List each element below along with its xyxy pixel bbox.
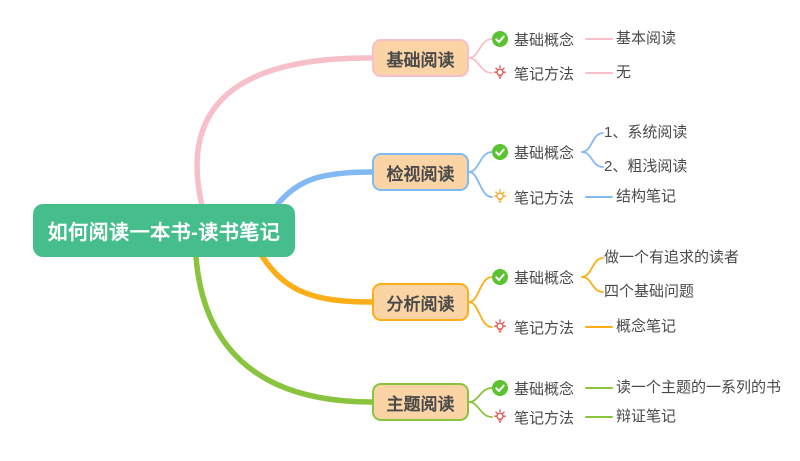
leaf-topic[interactable]: 辩证笔记 [616, 408, 677, 425]
subtopic-note-method-1[interactable]: 笔记方法 [492, 61, 574, 85]
branch3-leaffork-bottom [581, 276, 604, 293]
subtopic-note-method-2[interactable]: 笔记方法 [492, 185, 574, 209]
leaf-topic[interactable]: 无 [616, 64, 632, 81]
subtopic-label: 笔记方法 [514, 409, 575, 427]
leaf-topic[interactable]: 2、粗浅阅读 [604, 158, 688, 175]
branch-topic-2[interactable]: 检视阅读 [372, 153, 469, 191]
root-topic[interactable]: 如何阅读一本书-读书笔记 [33, 204, 295, 257]
subtopic-basic-concept-1[interactable]: 基础概念 [492, 27, 574, 51]
root-to-branch4-curve [193, 254, 375, 405]
branch4-fork-bottom [468, 401, 493, 418]
subtopic-basic-concept-3[interactable]: 基础概念 [492, 265, 574, 289]
branch-topic-3[interactable]: 分析阅读 [372, 283, 469, 321]
check-badge-icon [492, 380, 508, 396]
lightbulb-icon [493, 319, 507, 333]
root-to-branch3-curve [259, 253, 375, 305]
branch3-fork-bottom [468, 301, 493, 328]
branch-topic-1[interactable]: 基础阅读 [372, 39, 469, 77]
subtopic-note-method-3[interactable]: 笔记方法 [492, 315, 574, 339]
branch2-fork-top [468, 151, 493, 173]
subtopic-label: 笔记方法 [514, 65, 575, 83]
check-badge-icon [492, 31, 508, 47]
root-to-branch2-curve [274, 169, 375, 208]
subtopic-label: 基础概念 [514, 144, 575, 162]
subtopic-label: 笔记方法 [514, 319, 575, 337]
branch1-fork-top [468, 38, 493, 59]
leaf-topic[interactable]: 读一个主题的一系列的书 [616, 379, 782, 396]
branch-topic-4[interactable]: 主题阅读 [372, 383, 469, 421]
lightbulb-icon [493, 409, 507, 423]
subtopic-note-method-4[interactable]: 笔记方法 [492, 405, 574, 429]
leaf-topic[interactable]: 1、系统阅读 [604, 124, 688, 141]
subtopic-basic-concept-2[interactable]: 基础概念 [492, 140, 574, 164]
lightbulb-icon [493, 65, 507, 79]
subtopic-basic-concept-4[interactable]: 基础概念 [492, 376, 574, 400]
root-to-branch1-curve [194, 55, 375, 209]
subtopic-label: 笔记方法 [514, 189, 575, 207]
lightbulb-icon [493, 189, 507, 203]
subtopic-label: 基础概念 [514, 269, 575, 287]
leaf-topic[interactable]: 概念笔记 [616, 318, 677, 335]
leaf-topic[interactable]: 四个基础问题 [604, 283, 695, 300]
check-badge-icon [492, 144, 508, 160]
branch3-fork-top [468, 276, 493, 303]
leaf-topic[interactable]: 做一个有追求的读者 [604, 249, 740, 266]
subtopic-label: 基础概念 [514, 31, 575, 49]
branch4-fork-top [468, 387, 493, 403]
branch1-fork-bottom [468, 57, 493, 74]
branch2-leaffork-top [581, 132, 604, 153]
leaf-topic[interactable]: 结构笔记 [616, 188, 677, 205]
branch3-leaffork-top [581, 257, 604, 278]
branch2-fork-bottom [468, 171, 493, 198]
subtopic-label: 基础概念 [514, 380, 575, 398]
leaf-topic[interactable]: 基本阅读 [616, 30, 677, 47]
check-badge-icon [492, 269, 508, 285]
branch2-leaffork-bottom [581, 151, 604, 168]
